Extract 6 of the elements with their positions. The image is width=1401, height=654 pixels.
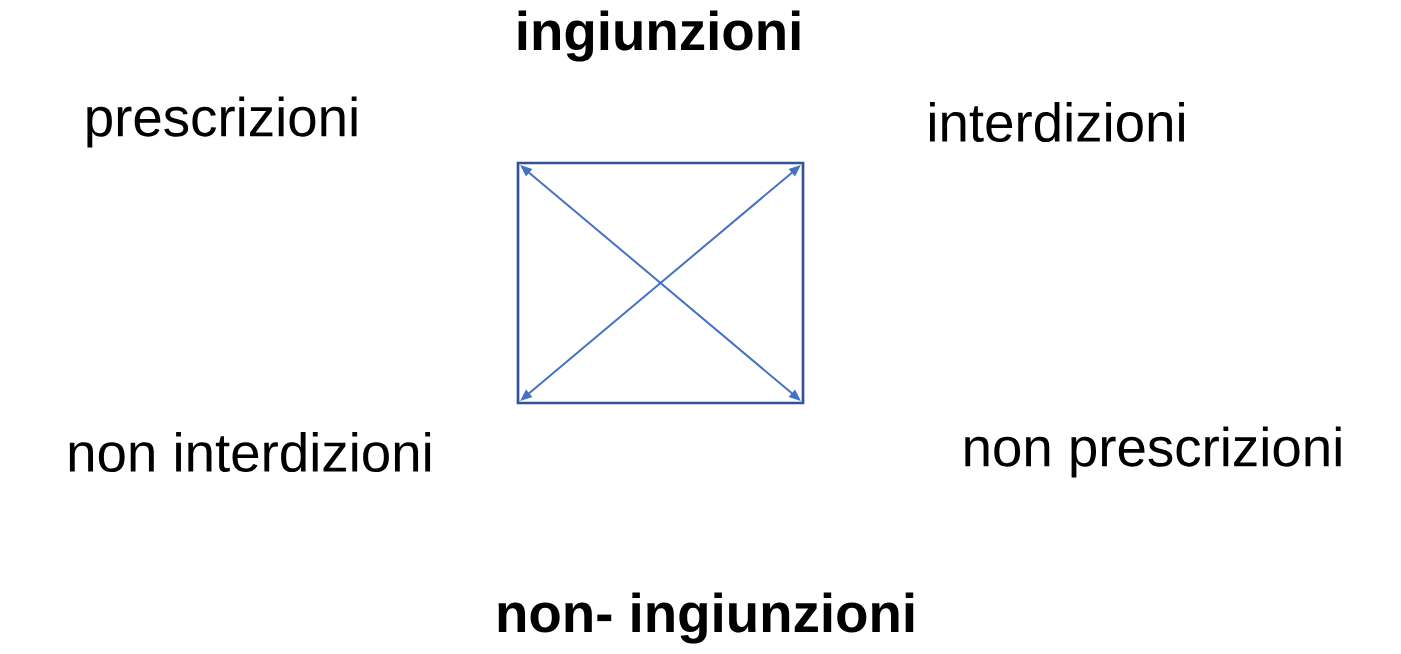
corner-label: non prescrizioni <box>965 426 1341 478</box>
heading: ingiunzioni <box>518 10 800 62</box>
heading: non- ingiunzioni <box>498 592 914 644</box>
corner-label: non interdizioni <box>69 431 431 473</box>
corner-label: prescrizioni <box>87 96 357 148</box>
corner-label: interdizioni <box>930 101 1184 143</box>
